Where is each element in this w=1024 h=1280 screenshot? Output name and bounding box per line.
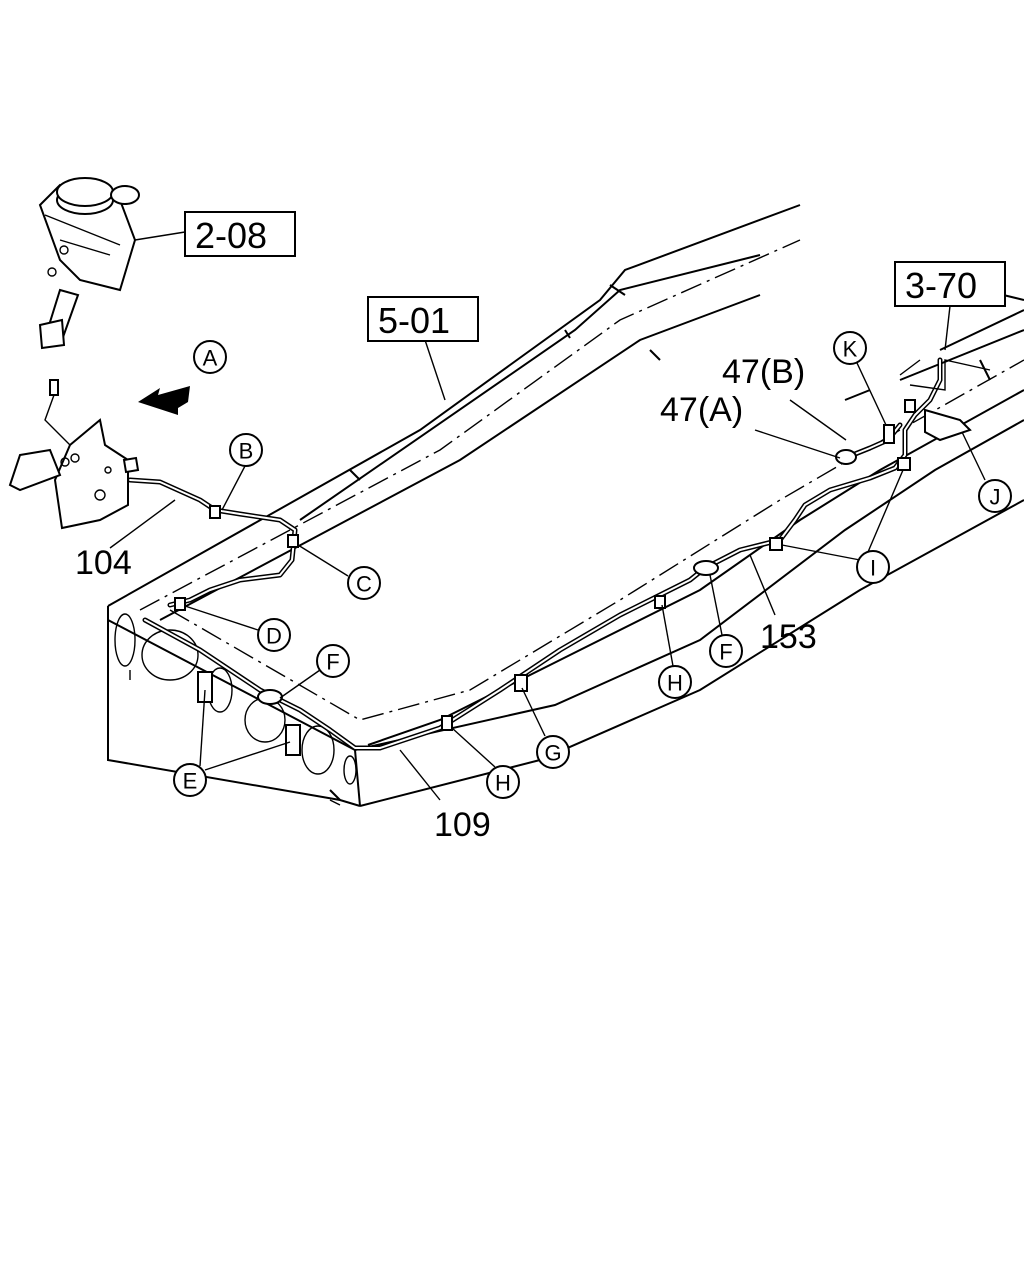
ref-2-08-label: 2-08	[195, 215, 267, 256]
part-47b-label: 47(B)	[722, 353, 805, 391]
part-47a: 47(A)	[660, 391, 841, 459]
brake-hose-assembly	[899, 359, 991, 442]
svg-text:C: C	[356, 572, 372, 597]
callout-k: K	[833, 331, 887, 426]
part-153-label: 153	[760, 618, 817, 656]
brake-pipe-104	[127, 477, 298, 608]
svg-text:J: J	[990, 485, 1001, 510]
callout-g: G	[521, 687, 570, 769]
part-109: 109	[399, 749, 491, 844]
svg-text:I: I	[870, 556, 876, 581]
master-cylinder	[38, 177, 140, 350]
callout-i: I	[781, 469, 904, 584]
pipe-clips	[174, 399, 916, 756]
ref-5-01-label: 5-01	[378, 300, 450, 341]
callout-f-right: F	[709, 574, 743, 668]
svg-text:H: H	[667, 671, 683, 696]
ref-box-3-70: 3-70	[894, 261, 1006, 351]
svg-text:K: K	[843, 337, 858, 362]
callout-a: A	[193, 340, 227, 374]
svg-text:G: G	[544, 741, 561, 766]
svg-text:B: B	[239, 439, 254, 464]
part-47a-label: 47(A)	[660, 391, 743, 429]
svg-text:F: F	[326, 650, 339, 675]
svg-text:D: D	[266, 624, 282, 649]
callout-h-right: H	[658, 604, 692, 699]
ref-box-2-08: 2-08	[134, 211, 296, 257]
arrow-left-down-icon	[138, 386, 190, 415]
callout-j: J	[961, 431, 1012, 513]
svg-text:E: E	[183, 769, 198, 794]
part-47b: 47(B)	[722, 353, 847, 441]
ref-3-70-label: 3-70	[905, 265, 977, 306]
chassis-frame	[107, 204, 1024, 807]
part-104: 104	[75, 499, 176, 582]
callout-e: E	[173, 689, 291, 797]
callout-f-left: F	[279, 644, 350, 699]
ref-box-5-01: 5-01	[367, 296, 479, 401]
svg-text:H: H	[495, 771, 511, 796]
part-109-label: 109	[434, 806, 491, 844]
callout-d: D	[184, 605, 291, 652]
callout-h-left: H	[451, 727, 520, 799]
part-104-label: 104	[75, 544, 132, 582]
callout-b: B	[221, 433, 263, 511]
callout-c: C	[297, 544, 381, 600]
svg-text:F: F	[719, 640, 732, 665]
svg-text:A: A	[203, 346, 218, 371]
brake-pipe-109	[142, 565, 708, 751]
part-153: 153	[749, 554, 817, 656]
brake-valve-bracket	[8, 379, 140, 530]
